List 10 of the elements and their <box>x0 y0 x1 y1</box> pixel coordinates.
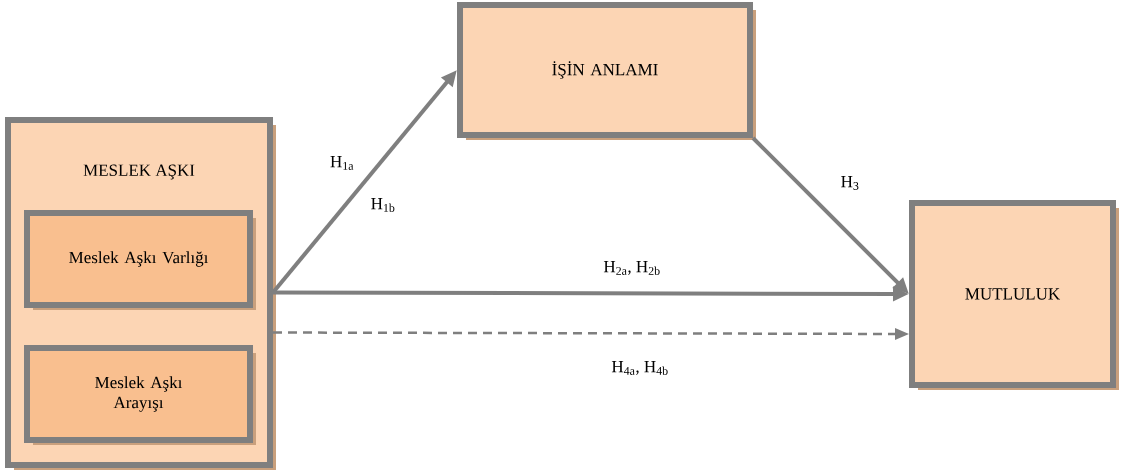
concept-box: Meslek Aşkı Varlığı <box>24 210 256 310</box>
concept-box: Meslek Aşkı Arayışı <box>24 345 256 445</box>
concept-box: İŞİN ANLAMI <box>457 2 756 140</box>
arrow <box>273 327 909 340</box>
edge-label: H$_{3}$ <box>839 175 861 191</box>
edge-label: H$_{4a}$, H$_{4b}$ <box>610 360 670 376</box>
edge-label: H$_{2a}$, H$_{2b}$ <box>602 260 662 276</box>
concept-box: MUTLULUK <box>909 200 1119 390</box>
edge-label: H$_{1a}$ <box>329 155 355 171</box>
hypothesis-label: H$_{1b}$ <box>369 197 397 213</box>
